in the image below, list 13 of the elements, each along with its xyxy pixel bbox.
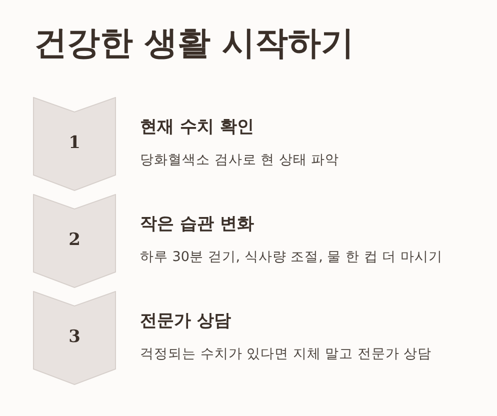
step-heading: 작은 습관 변화: [140, 213, 254, 236]
step-number: 1: [68, 132, 80, 156]
step-number: 3: [68, 326, 80, 350]
step-heading: 현재 수치 확인: [140, 116, 254, 139]
chevron-shape: [33, 194, 116, 288]
chevron-shape: [33, 97, 116, 191]
step-number: 2: [68, 229, 80, 252]
step-heading: 전문가 상담: [140, 310, 231, 333]
step-description: 걱정되는 수치가 있다면 지체 말고 전문가 상담: [140, 345, 432, 364]
step-description: 하루 30분 걷기, 식사량 조절, 물 한 컵 더 마시기: [140, 248, 442, 267]
step-description: 당화혈색소 검사로 현 상태 파악: [140, 151, 340, 170]
chevron-shape: [33, 291, 116, 385]
title: 건강한 생활 시작하기: [34, 22, 354, 64]
